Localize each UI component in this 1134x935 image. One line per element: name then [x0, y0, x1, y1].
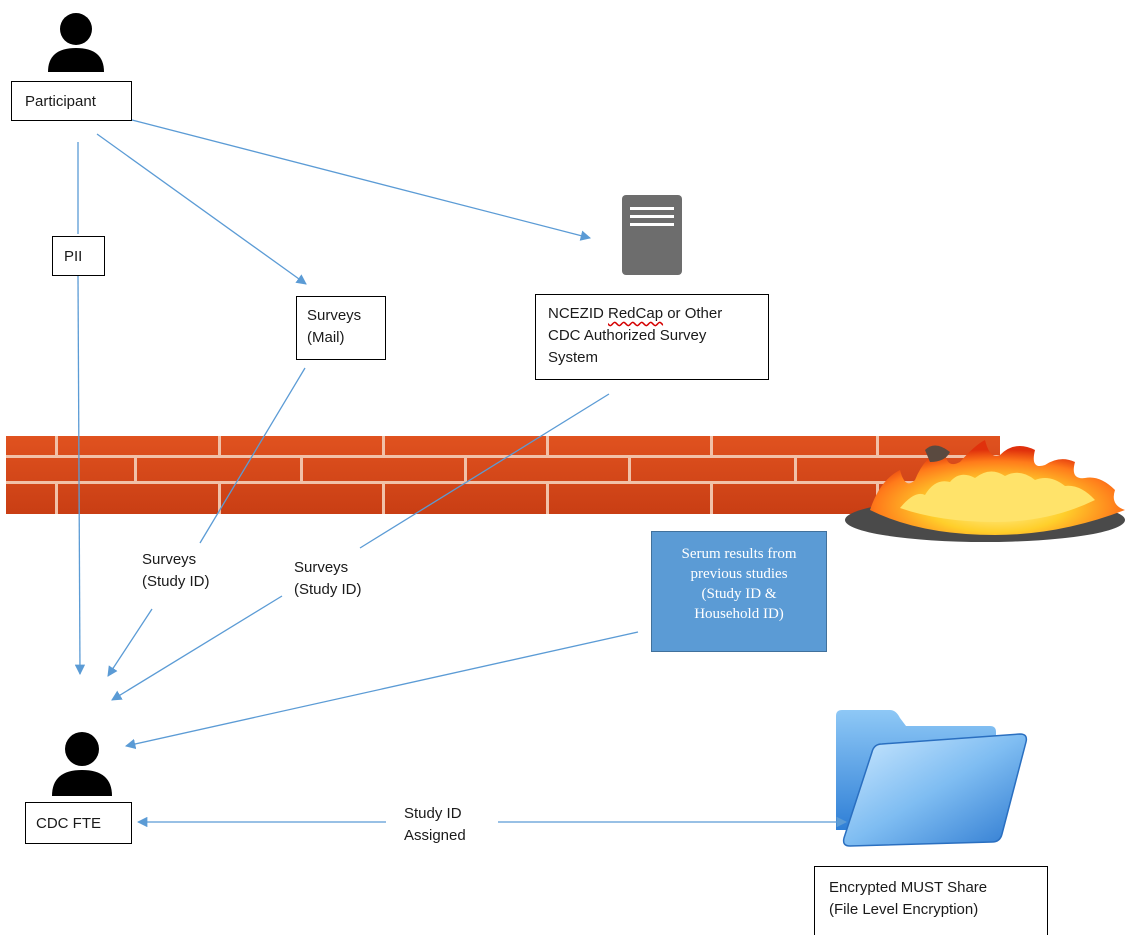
connectors: [74, 119, 848, 828]
arrow-serum-to-cdc-fte: [124, 631, 639, 750]
firewall-icon: [6, 436, 1000, 514]
server-system-box: NCEZID RedCap or Other CDC Authorized Su…: [535, 294, 769, 380]
redcap-text: RedCap: [608, 305, 664, 322]
serum-line2: previous studies: [690, 566, 788, 582]
surveys-mail-box: Surveys (Mail): [296, 296, 386, 360]
server-icon: [622, 195, 682, 275]
arrow-study-id-mid-to-cdc-fte: [111, 595, 283, 701]
serum-line3: (Study ID &: [701, 586, 777, 602]
arrow-study-id-left-to-cdc-fte: [107, 608, 153, 677]
surveys-mail-line1: Surveys: [307, 307, 362, 324]
arrow-pii-to-cdc-fte: [74, 275, 86, 676]
surveys-study-mid-line1: Surveys: [294, 559, 349, 576]
serum-line1: Serum results from: [681, 546, 797, 562]
serum-results-box: Serum results from previous studies (Stu…: [651, 531, 827, 652]
pii-box: PII: [52, 236, 105, 276]
share-line1: Encrypted MUST Share: [829, 879, 988, 896]
participant-box: Participant: [11, 81, 132, 121]
line-server-to-study-id: [359, 393, 610, 549]
server-system-line1: NCEZID RedCap or Other: [548, 305, 723, 322]
cdc-fte-label: CDC FTE: [36, 815, 101, 832]
share-line2: (File Level Encryption): [829, 901, 979, 918]
server-system-line3: System: [548, 349, 599, 366]
cdc-fte-box: CDC FTE: [25, 802, 132, 844]
study-id-assigned-line1: Study ID: [404, 805, 462, 822]
participant-label: Participant: [25, 93, 96, 110]
arrow-participant-to-server: [131, 119, 592, 241]
study-id-assigned: Study ID Assigned: [404, 803, 466, 847]
folder-icon: [836, 710, 1028, 847]
cdc-fte-person-icon: [52, 732, 112, 796]
surveys-study-mid-line2: (Study ID): [294, 581, 362, 598]
surveys-study-id-mid: Surveys (Study ID): [294, 557, 362, 601]
surveys-study-left-line1: Surveys: [142, 551, 197, 568]
pii-label: PII: [64, 248, 83, 265]
line-surveys-mail-to-study-id: [199, 367, 306, 544]
study-id-assigned-line2: Assigned: [404, 827, 466, 844]
participant-person-icon: [30, 6, 124, 84]
surveys-mail-line2: (Mail): [307, 329, 345, 346]
fire-icon: [845, 440, 1125, 542]
surveys-study-left-line2: (Study ID): [142, 573, 210, 590]
surveys-study-id-left: Surveys (Study ID): [142, 549, 210, 593]
arrow-participant-to-surveys-mail: [96, 133, 307, 285]
serum-line4: Household ID): [694, 606, 784, 622]
encrypted-share-box: Encrypted MUST Share (File Level Encrypt…: [814, 866, 1048, 935]
server-system-line2: CDC Authorized Survey: [548, 327, 707, 344]
